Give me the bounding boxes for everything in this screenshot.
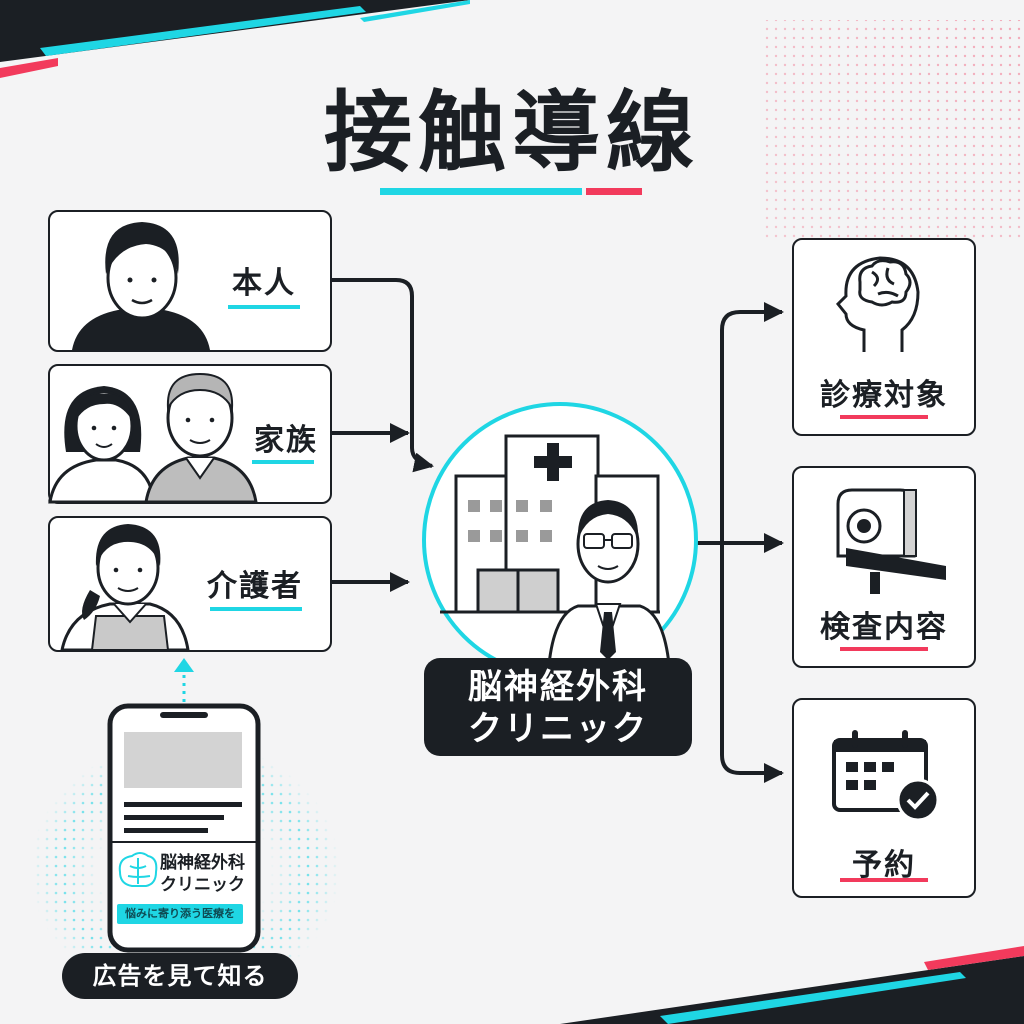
clinic-name-badge: 脳神経外科 クリニック — [424, 658, 692, 756]
source-label-family: 家族 — [254, 423, 318, 458]
destination-label-booking: 予約 — [852, 848, 916, 883]
arrow-clinic-to-target — [720, 302, 784, 543]
title-underline — [380, 188, 642, 195]
clinic-name-line2: クリニック — [468, 709, 648, 749]
smartphone-ad-illustration — [107, 703, 261, 953]
page-title: 接触導線 — [323, 81, 700, 184]
destination-underline-exam — [840, 647, 928, 651]
phone-ad-line1: 脳神経外科 — [160, 853, 245, 873]
destination-card-target: 診療対象 — [792, 238, 976, 436]
source-label-caregiver: 介護者 — [207, 569, 303, 604]
phone-ad-line2: クリニック — [160, 875, 245, 895]
corner-stripe-top-left — [0, 0, 470, 78]
source-underline-family — [252, 460, 314, 464]
source-underline-caregiver — [210, 607, 302, 611]
arrow-self-to-clinic — [332, 278, 434, 473]
destination-underline-target — [840, 415, 928, 419]
destination-label-exam: 検査内容 — [820, 610, 948, 645]
phone-ad-tagline: 悩みに寄り添う医療を — [117, 904, 243, 924]
clinic-name-line1: 脳神経外科 — [468, 667, 648, 707]
arrow-clinic-to-booking — [720, 543, 784, 783]
destination-card-booking: 予約 — [792, 698, 976, 898]
source-underline-self — [228, 305, 300, 309]
ad-source-badge: 広告を見て知る — [62, 953, 298, 999]
arrow-ad-to-caregiver-head — [174, 658, 194, 672]
destination-underline-booking — [840, 878, 928, 882]
source-label-self: 本人 — [232, 266, 296, 301]
dot-pattern-top-right — [760, 20, 1024, 240]
destination-label-target: 診療対象 — [820, 378, 948, 413]
phone-ad-clinic-name: 脳神経外科 クリニック — [160, 852, 245, 896]
destination-card-exam: 検査内容 — [792, 466, 976, 668]
corner-stripe-bottom-right — [560, 946, 1024, 1024]
